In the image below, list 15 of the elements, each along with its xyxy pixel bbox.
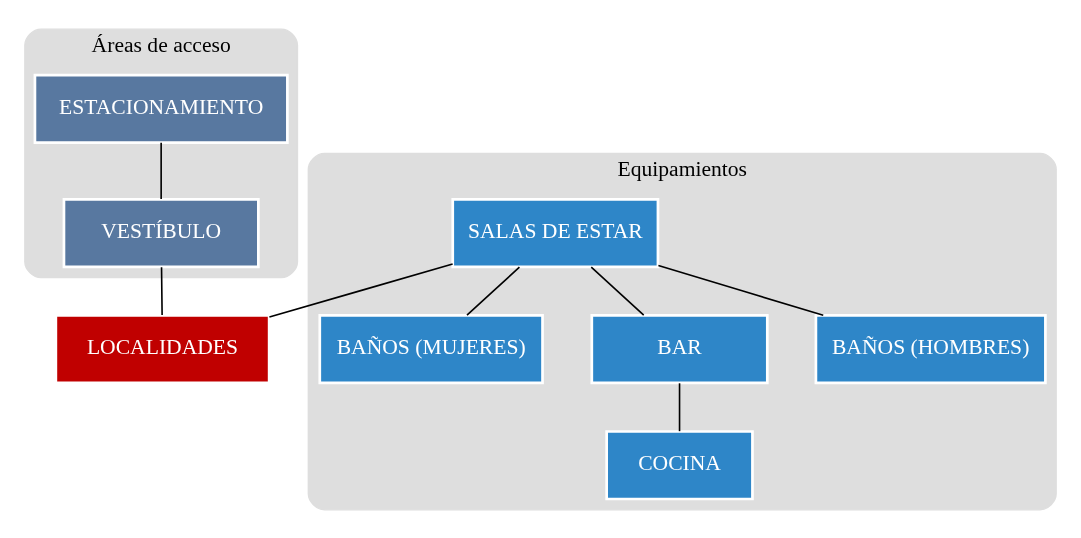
connector <box>657 264 825 316</box>
connector <box>466 265 521 316</box>
node-box: BAÑOS (HOMBRES) <box>814 313 1047 384</box>
node-box: BAR <box>590 313 769 384</box>
connector <box>160 141 162 200</box>
node-box: SALAS DE ESTAR <box>451 197 660 268</box>
node-box: LOCALIDADES <box>54 313 271 384</box>
connector <box>268 262 454 318</box>
connector <box>678 382 681 432</box>
node-box: COCINA <box>605 429 754 500</box>
node-box: BAÑOS (MUJERES) <box>318 313 544 384</box>
connector <box>590 265 645 316</box>
connector <box>160 265 163 316</box>
node-box: VESTÍBULO <box>62 197 260 268</box>
node-box: ESTACIONAMIENTO <box>33 73 289 144</box>
